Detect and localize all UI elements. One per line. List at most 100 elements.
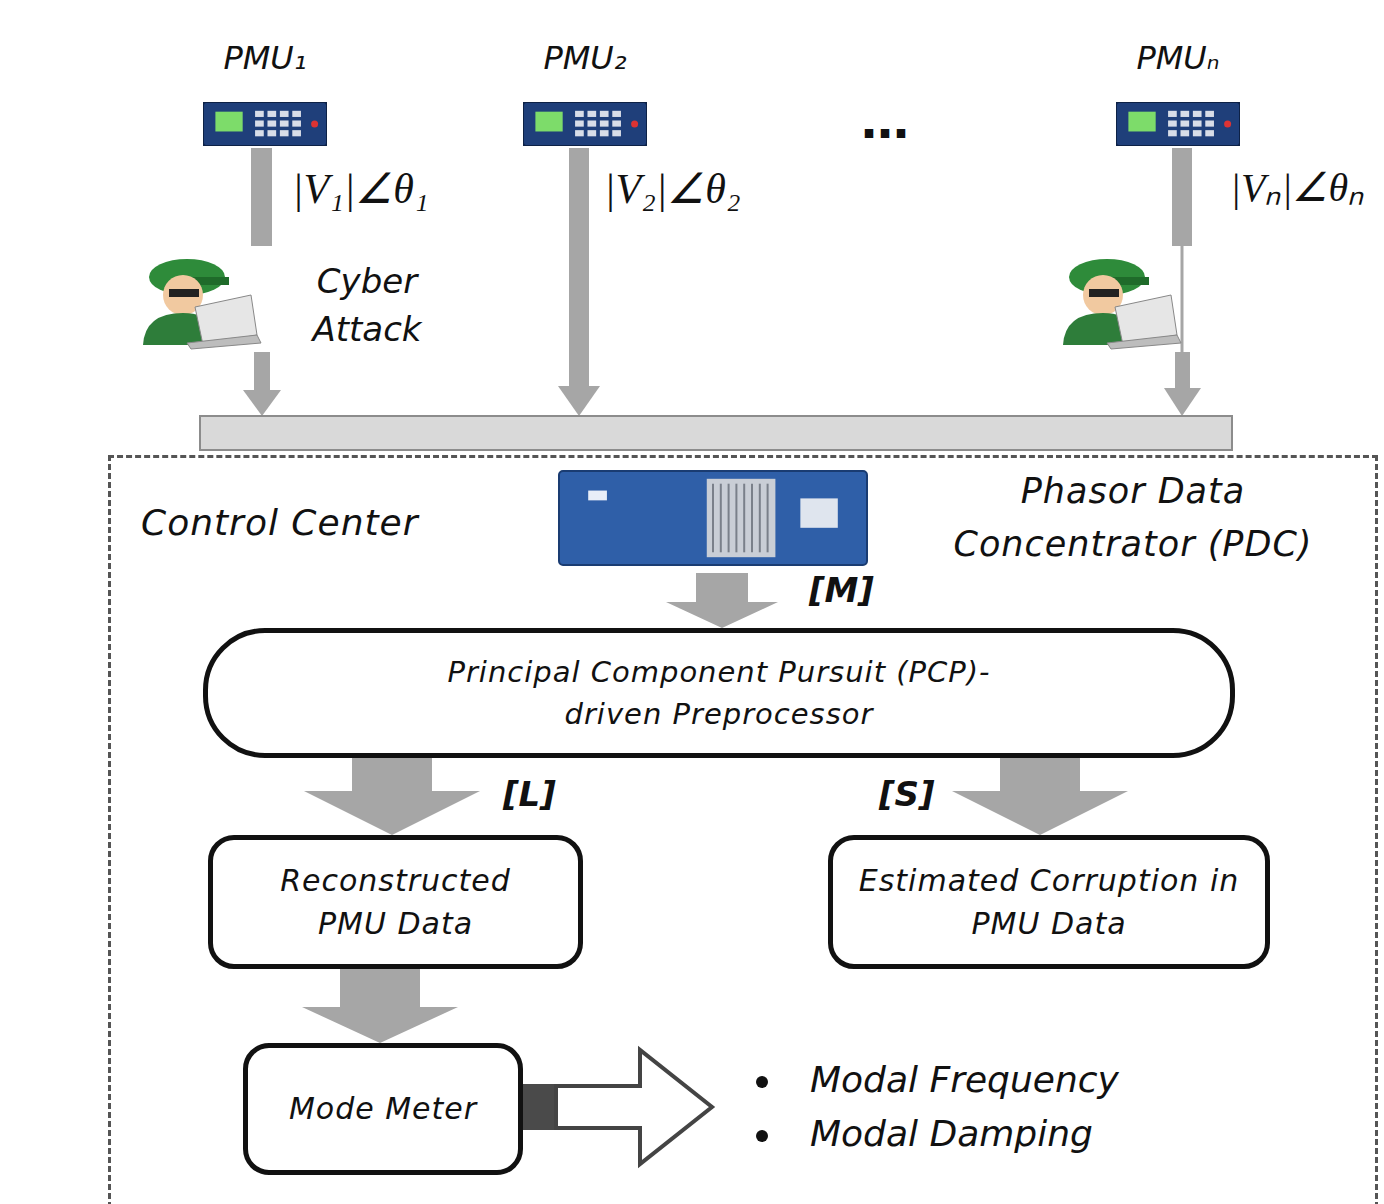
pdc-chassis bbox=[559, 471, 867, 565]
pdc-vent bbox=[751, 484, 753, 553]
device-name: Phasor Data Concentrator (PDC) bbox=[903, 465, 1363, 570]
device-body bbox=[1116, 102, 1240, 146]
block-arrow bbox=[302, 969, 458, 1043]
device-name: PMU₁ bbox=[195, 38, 335, 80]
data-link bbox=[251, 148, 272, 246]
pdc-device: Phasor Data Concentrator (PDC) bbox=[553, 465, 1373, 573]
block-arrow bbox=[952, 758, 1128, 835]
device-key bbox=[575, 120, 584, 126]
output-item: Modal Damping bbox=[810, 1109, 1250, 1159]
device-screen bbox=[535, 112, 562, 132]
device-key bbox=[612, 130, 621, 136]
ellipsis: … bbox=[840, 88, 930, 155]
bullet bbox=[756, 1076, 768, 1088]
pmu-device: PMUₙ bbox=[1108, 38, 1248, 150]
box-label: Estimated Corruption in PMU Data bbox=[853, 859, 1245, 946]
device-key bbox=[255, 130, 264, 136]
device-key bbox=[1168, 130, 1177, 136]
matrix-label: [S] bbox=[876, 774, 938, 814]
device-name: PMUₙ bbox=[1108, 38, 1248, 80]
box-label: Mode Meter bbox=[289, 1087, 477, 1131]
device-key bbox=[255, 120, 264, 126]
data-bus bbox=[200, 416, 1232, 450]
hacker-laptop-base bbox=[1107, 335, 1181, 349]
device-key bbox=[587, 130, 596, 136]
arrow-head bbox=[1164, 388, 1201, 416]
device-key bbox=[280, 111, 289, 117]
control-center-region: Control CenterPhasor Data Concentrator (… bbox=[108, 455, 1378, 1204]
pdc-icon bbox=[557, 469, 869, 567]
data-link bbox=[1172, 148, 1192, 246]
output-arrow bbox=[556, 1050, 712, 1164]
device-key bbox=[280, 130, 289, 136]
pdc-vent bbox=[767, 484, 769, 553]
device-key bbox=[1193, 120, 1202, 126]
pmu-icon bbox=[523, 102, 647, 146]
preprocessor-box: Principal Component Pursuit (PCP)-driven… bbox=[203, 628, 1235, 758]
arrow-head bbox=[243, 390, 281, 416]
attack-label: Cyber Attack bbox=[282, 258, 452, 353]
device-body bbox=[523, 102, 647, 146]
device-key bbox=[612, 120, 621, 126]
pdc-badge bbox=[588, 491, 607, 501]
device-key bbox=[575, 130, 584, 136]
block-arrow bbox=[666, 573, 778, 628]
hacker-figure bbox=[143, 259, 261, 349]
hacker-figure bbox=[1063, 259, 1181, 349]
device-key bbox=[1168, 120, 1177, 126]
hacker-laptop-base bbox=[187, 335, 261, 349]
pdc-vent bbox=[712, 484, 714, 553]
output-item: Modal Frequency bbox=[810, 1055, 1250, 1105]
device-key bbox=[267, 111, 276, 117]
pdc-vent bbox=[759, 484, 761, 553]
device-key bbox=[600, 111, 609, 117]
data-link bbox=[1175, 352, 1190, 390]
device-key bbox=[1193, 111, 1202, 117]
device-key bbox=[292, 111, 301, 117]
device-key bbox=[612, 111, 621, 117]
device-key bbox=[1193, 130, 1202, 136]
matrix-label: [M] bbox=[806, 570, 877, 610]
phasor-label: |V₁|∠θ₁ bbox=[292, 160, 492, 219]
matrix-label: [L] bbox=[500, 774, 559, 814]
block-arrow bbox=[304, 758, 480, 835]
device-led bbox=[631, 120, 638, 127]
device-key bbox=[267, 120, 276, 126]
device-key bbox=[587, 111, 596, 117]
device-key bbox=[575, 111, 584, 117]
device-key bbox=[1205, 111, 1214, 117]
process-box: Reconstructed PMU Data bbox=[208, 835, 583, 969]
device-key bbox=[1180, 120, 1189, 126]
pmu-icon bbox=[1116, 102, 1240, 146]
device-key bbox=[292, 120, 301, 126]
phasor-label: |Vₙ|∠θₙ bbox=[1230, 160, 1380, 216]
device-key bbox=[1205, 120, 1214, 126]
hacker-glasses bbox=[1089, 289, 1119, 297]
device-key bbox=[255, 111, 264, 117]
pdc-vent bbox=[728, 484, 730, 553]
device-screen bbox=[1128, 112, 1155, 132]
device-key bbox=[600, 130, 609, 136]
device-key bbox=[1205, 130, 1214, 136]
device-key bbox=[600, 120, 609, 126]
pmu-icon bbox=[203, 102, 327, 146]
hacker-glasses bbox=[169, 289, 199, 297]
pmu-device: PMU₁ bbox=[195, 38, 335, 150]
pdc-vent bbox=[743, 484, 745, 553]
output-connector bbox=[520, 1084, 556, 1130]
data-link bbox=[569, 148, 589, 388]
device-key bbox=[267, 130, 276, 136]
pmu-device: PMU₂ bbox=[515, 38, 655, 150]
box-label: Reconstructed PMU Data bbox=[261, 859, 531, 946]
device-screen bbox=[215, 112, 242, 132]
pdc-vent bbox=[735, 484, 737, 553]
data-link bbox=[1181, 246, 1184, 352]
phasor-label: |V₂|∠θ₂ bbox=[604, 160, 804, 219]
data-link bbox=[254, 352, 270, 392]
device-key bbox=[1168, 111, 1177, 117]
device-key bbox=[1180, 111, 1189, 117]
device-name: PMU₂ bbox=[515, 38, 655, 80]
pdc-vent-panel bbox=[707, 479, 776, 557]
